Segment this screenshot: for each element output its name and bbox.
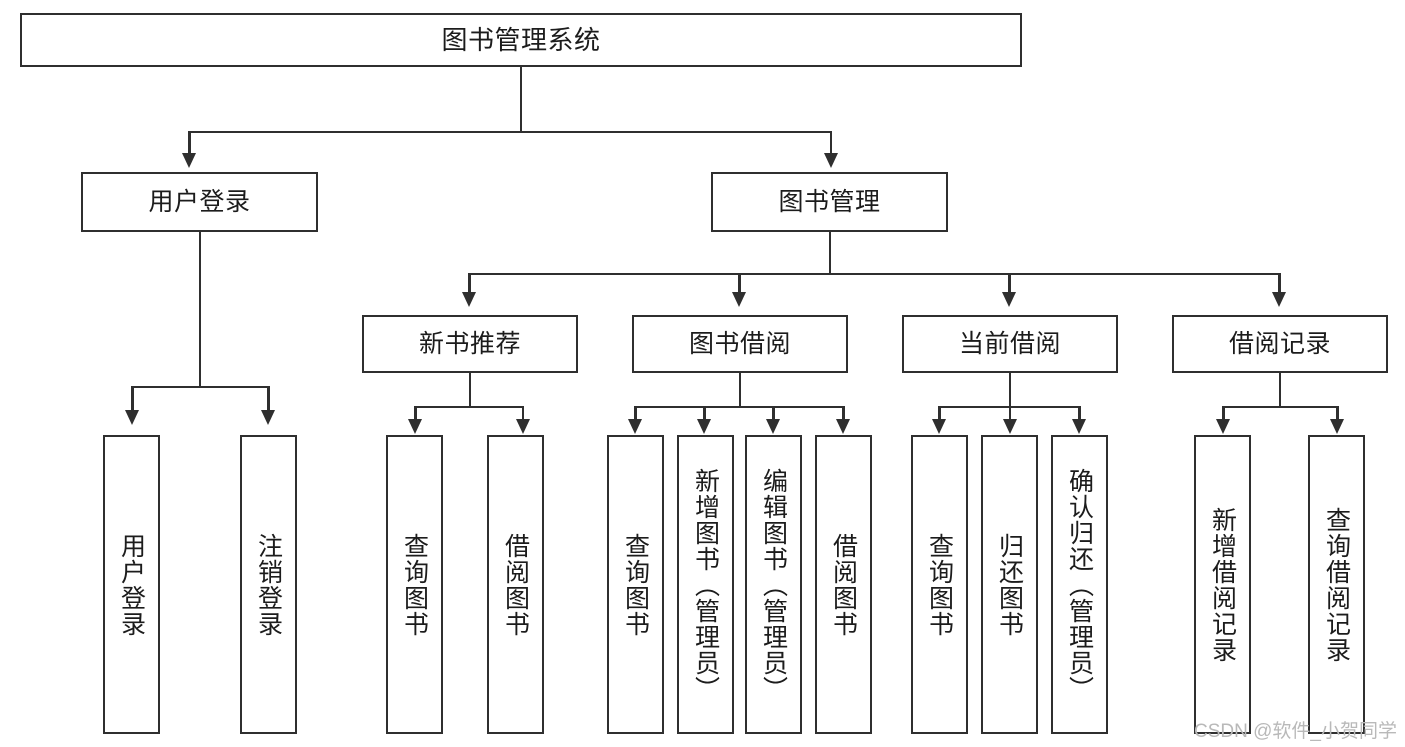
node-label: 查询图书 — [400, 532, 429, 637]
connector-newbook-leaf-1 — [414, 405, 417, 422]
node-leaf-add-borrow-record[interactable]: 新增借阅记录 — [1194, 435, 1251, 734]
connector-user-login-to-leaf-1 — [131, 385, 134, 413]
arrowhead-bm-to-current-borrow — [1002, 292, 1017, 307]
arrowhead-cb-leaf-2 — [1002, 419, 1017, 434]
arrowhead-bb-leaf-4 — [836, 419, 851, 434]
node-new-book-recommend[interactable]: 新书推荐 — [362, 315, 578, 373]
node-label: 查询图书 — [925, 532, 954, 637]
arrowhead-root-to-user-login — [182, 153, 197, 168]
connector-user-login-bus — [131, 385, 267, 388]
node-label: 图书借阅 — [688, 329, 791, 358]
arrowhead-cb-leaf-3 — [1072, 419, 1087, 434]
node-borrow-record[interactable]: 借阅记录 — [1172, 315, 1388, 373]
node-label: 注销登录 — [254, 532, 283, 637]
connector-bb-leaf-4 — [842, 405, 845, 422]
connector-new-book-bus — [414, 405, 524, 408]
arrowhead-user-login-to-leaf-2 — [261, 410, 276, 425]
node-label: 用户登录 — [148, 187, 251, 216]
node-label: 确认归还（管理员） — [1065, 467, 1094, 702]
arrowhead-newbook-leaf-2 — [515, 419, 530, 434]
node-label: 新增图书（管理员） — [691, 467, 720, 702]
node-book-management[interactable]: 图书管理 — [711, 172, 948, 232]
node-current-borrow[interactable]: 当前借阅 — [902, 315, 1118, 373]
connector-root-to-user-login — [188, 130, 191, 156]
arrowhead-newbook-leaf-1 — [408, 419, 423, 434]
node-leaf-logout-login[interactable]: 注销登录 — [240, 435, 297, 734]
connector-cb-leaf-1 — [938, 405, 941, 422]
node-label: 借阅记录 — [1228, 329, 1331, 358]
connector-user-login-stem — [198, 232, 201, 387]
arrowhead-bb-leaf-2 — [697, 419, 712, 434]
node-label: 图书管理 — [778, 187, 881, 216]
node-leaf-borrow-book-1[interactable]: 借阅图书 — [487, 435, 544, 734]
node-label: 归还图书 — [995, 532, 1024, 637]
node-leaf-query-borrow-record[interactable]: 查询借阅记录 — [1308, 435, 1365, 734]
connector-current-borrow-stem — [1008, 373, 1011, 407]
arrowhead-bm-to-new-book — [462, 292, 477, 307]
connector-newbook-leaf-2 — [521, 405, 524, 422]
node-label: 编辑图书（管理员） — [759, 467, 788, 702]
node-leaf-user-login[interactable]: 用户登录 — [103, 435, 160, 734]
connector-cb-leaf-3 — [1078, 405, 1081, 422]
connector-bm-to-borrow-record — [1278, 272, 1281, 295]
connector-br-leaf-2 — [1336, 405, 1339, 422]
arrowhead-bb-leaf-3 — [766, 419, 781, 434]
connector-bm-to-book-borrow — [738, 272, 741, 295]
node-label: 借阅图书 — [501, 532, 530, 637]
connector-borrow-record-stem — [1278, 373, 1281, 407]
connector-bb-leaf-2 — [703, 405, 706, 422]
arrowhead-cb-leaf-1 — [932, 419, 947, 434]
node-label: 当前借阅 — [958, 329, 1061, 358]
connector-bb-leaf-3 — [772, 405, 775, 422]
csdn-watermark: CSDN @软件_小贺同学 — [1194, 721, 1397, 742]
connector-root-to-book-management — [829, 130, 832, 156]
node-leaf-edit-book[interactable]: 编辑图书（管理员） — [745, 435, 802, 734]
node-leaf-borrow-book-2[interactable]: 借阅图书 — [815, 435, 872, 734]
connector-book-borrow-stem — [738, 373, 741, 407]
arrowhead-bm-to-borrow-record — [1272, 292, 1287, 307]
connector-bm-to-current-borrow — [1008, 272, 1011, 295]
node-label: 新书推荐 — [418, 329, 521, 358]
node-book-borrow[interactable]: 图书借阅 — [632, 315, 848, 373]
connector-book-borrow-bus — [634, 405, 845, 408]
connector-bm-to-new-book — [468, 272, 471, 295]
connector-cb-leaf-2 — [1008, 405, 1011, 422]
connector-book-management-bus — [468, 272, 1280, 275]
connector-new-book-stem — [468, 373, 471, 407]
arrowhead-user-login-to-leaf-1 — [125, 410, 140, 425]
arrowhead-bm-to-book-borrow — [732, 292, 747, 307]
node-label: 查询借阅记录 — [1322, 506, 1351, 663]
node-leaf-return-book[interactable]: 归还图书 — [981, 435, 1038, 734]
node-label: 查询图书 — [621, 532, 650, 637]
node-label: 新增借阅记录 — [1208, 506, 1237, 663]
node-label: 用户登录 — [117, 532, 146, 637]
node-leaf-query-book-3[interactable]: 查询图书 — [911, 435, 968, 734]
arrowhead-bb-leaf-1 — [628, 419, 643, 434]
node-leaf-query-book-2[interactable]: 查询图书 — [607, 435, 664, 734]
node-label: 图书管理系统 — [441, 25, 601, 55]
node-leaf-confirm-return[interactable]: 确认归还（管理员） — [1051, 435, 1108, 734]
arrowhead-br-leaf-1 — [1216, 419, 1231, 434]
connector-root-stem — [519, 67, 522, 132]
connector-user-login-to-leaf-2 — [267, 385, 270, 413]
connector-bb-leaf-1 — [634, 405, 637, 422]
arrowhead-br-leaf-2 — [1330, 419, 1345, 434]
node-root-book-management-system[interactable]: 图书管理系统 — [20, 13, 1022, 67]
connector-book-management-stem — [828, 232, 831, 274]
node-leaf-query-book-1[interactable]: 查询图书 — [386, 435, 443, 734]
node-user-login[interactable]: 用户登录 — [81, 172, 318, 232]
arrowhead-root-to-book-management — [823, 153, 838, 168]
connector-root-bus — [188, 130, 832, 133]
connector-br-leaf-1 — [1222, 405, 1225, 422]
connector-borrow-record-bus — [1222, 405, 1338, 408]
node-label: 借阅图书 — [829, 532, 858, 637]
node-leaf-add-book[interactable]: 新增图书（管理员） — [677, 435, 734, 734]
